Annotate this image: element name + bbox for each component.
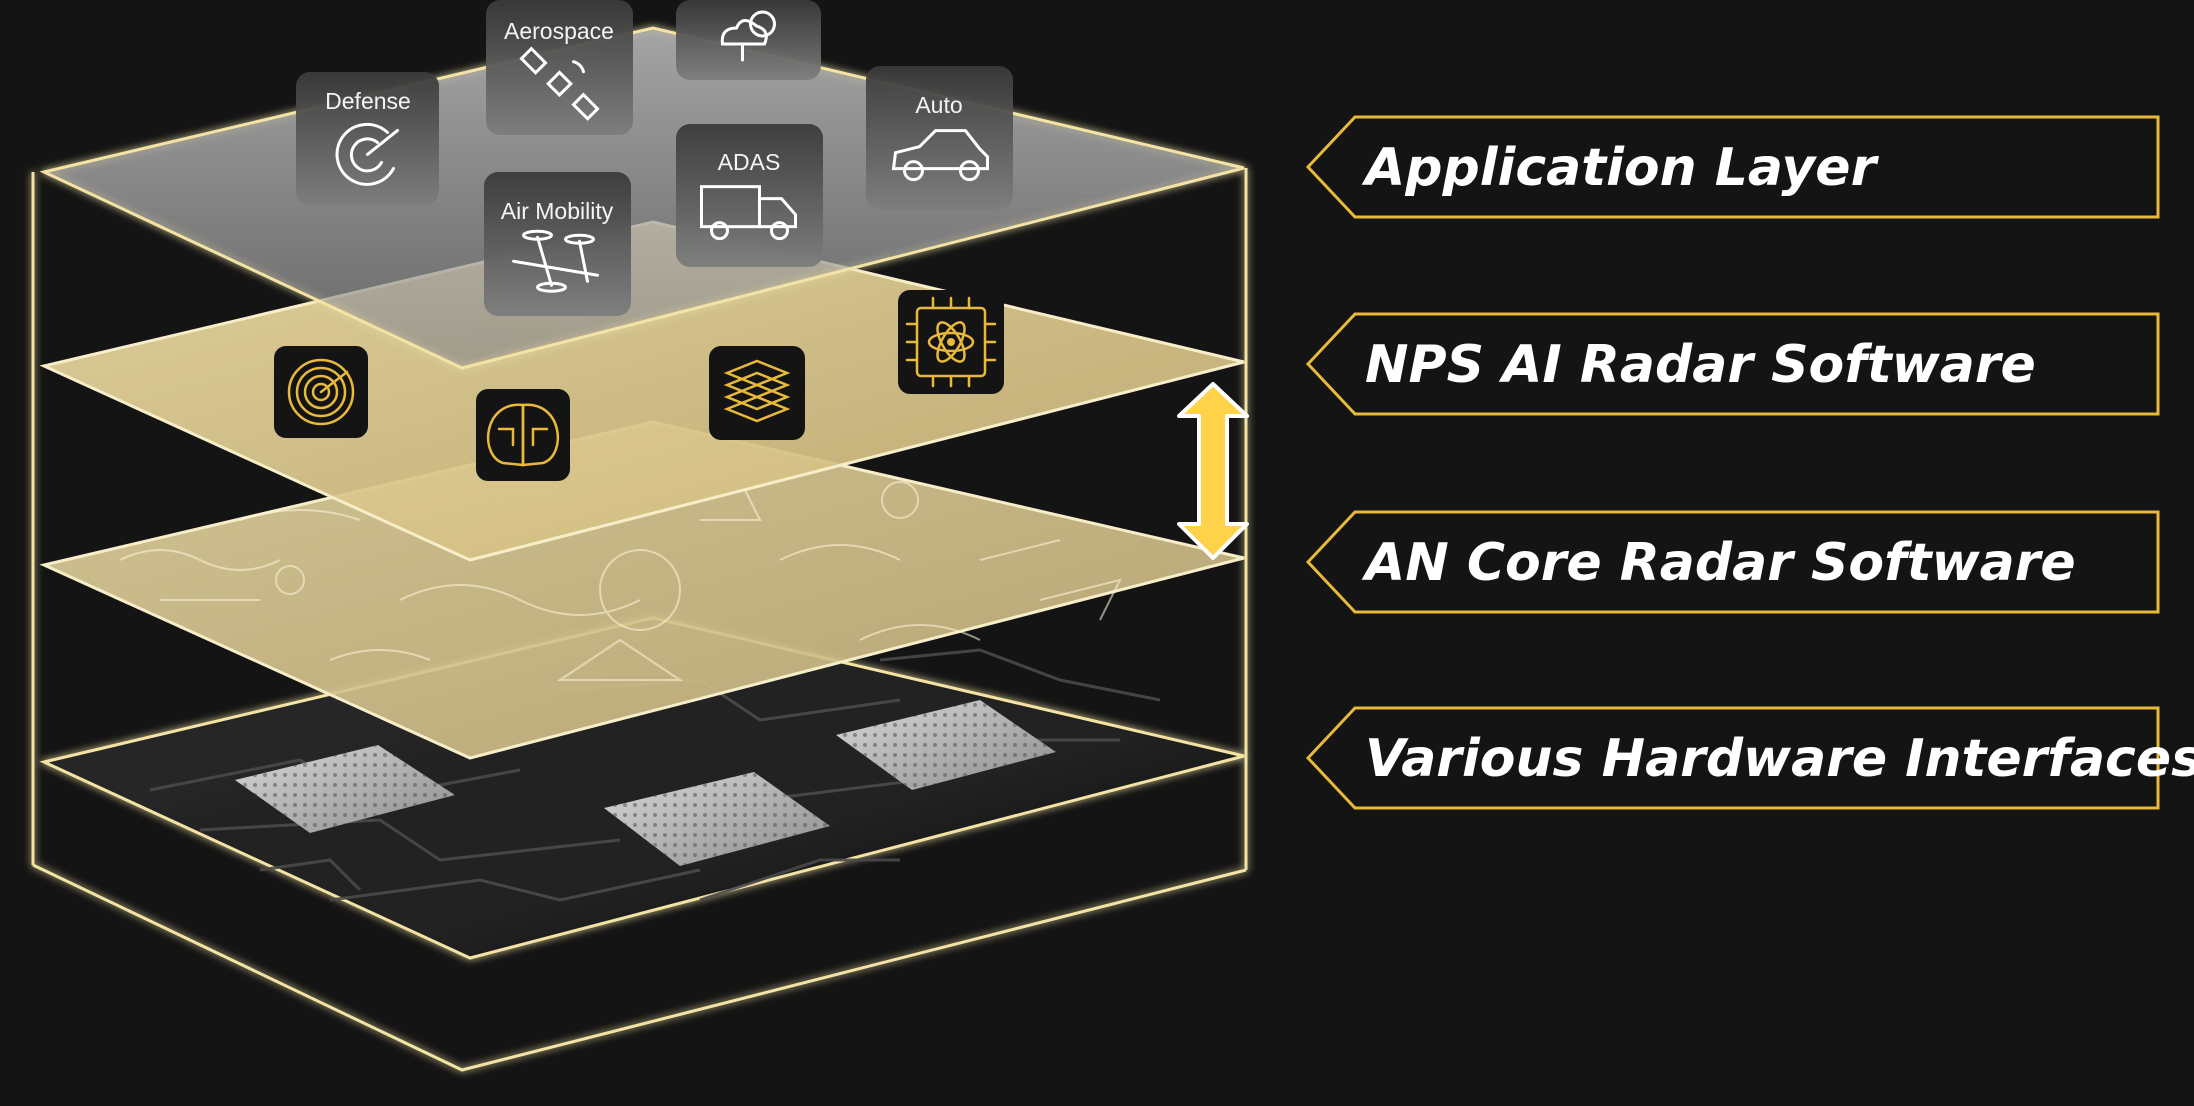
weather-cloud-sun-icon [720, 10, 776, 62]
truck-icon [700, 185, 797, 241]
layer-callout: AN Core Radar Software [1305, 510, 2160, 614]
radar-wave-icon [274, 346, 368, 438]
hardware-layer-plane [39, 616, 1245, 960]
application-layer-plane [39, 26, 1245, 370]
application-tile: Aerospace [486, 0, 633, 135]
hardware-chip-right [836, 700, 1056, 790]
box-frame [31, 168, 1248, 1072]
application-tile-label: ADAS [718, 149, 781, 175]
layer-callout-label: AN Core Radar Software [1361, 533, 2076, 593]
layer-callout: NPS AI Radar Software [1305, 312, 2160, 416]
application-tile-label: Auto [915, 92, 962, 118]
car-icon [891, 129, 989, 182]
layer-callout-label: Various Hardware Interfaces [1365, 729, 2194, 789]
satellite-icon [519, 46, 600, 121]
layer-callout-label: NPS AI Radar Software [1365, 335, 2036, 395]
application-tile-label: Defense [325, 88, 411, 114]
application-tile-label: Aerospace [504, 18, 614, 44]
application-tile-label: Air Mobility [501, 198, 614, 224]
layer-callout: Application Layer [1305, 115, 2160, 219]
hardware-chip-left [235, 745, 455, 833]
evtol-aircraft-icon [512, 229, 599, 293]
application-tile: Defense [296, 72, 439, 205]
application-tile: Air Mobility [484, 172, 631, 316]
brain-circuit-icon [476, 389, 570, 481]
application-tile: Auto [866, 66, 1013, 209]
layer-callout: Various Hardware Interfaces [1305, 706, 2194, 810]
radar-dish-icon [335, 122, 399, 186]
double-arrow-icon [1177, 382, 1249, 560]
atom-chip-icon [898, 290, 1004, 394]
hardware-chip-center [604, 772, 830, 866]
application-tile [676, 0, 821, 80]
application-tile: ADAS [676, 124, 823, 267]
layer-callout-label: Application Layer [1361, 138, 1880, 198]
stacked-layers-icon [709, 346, 805, 440]
